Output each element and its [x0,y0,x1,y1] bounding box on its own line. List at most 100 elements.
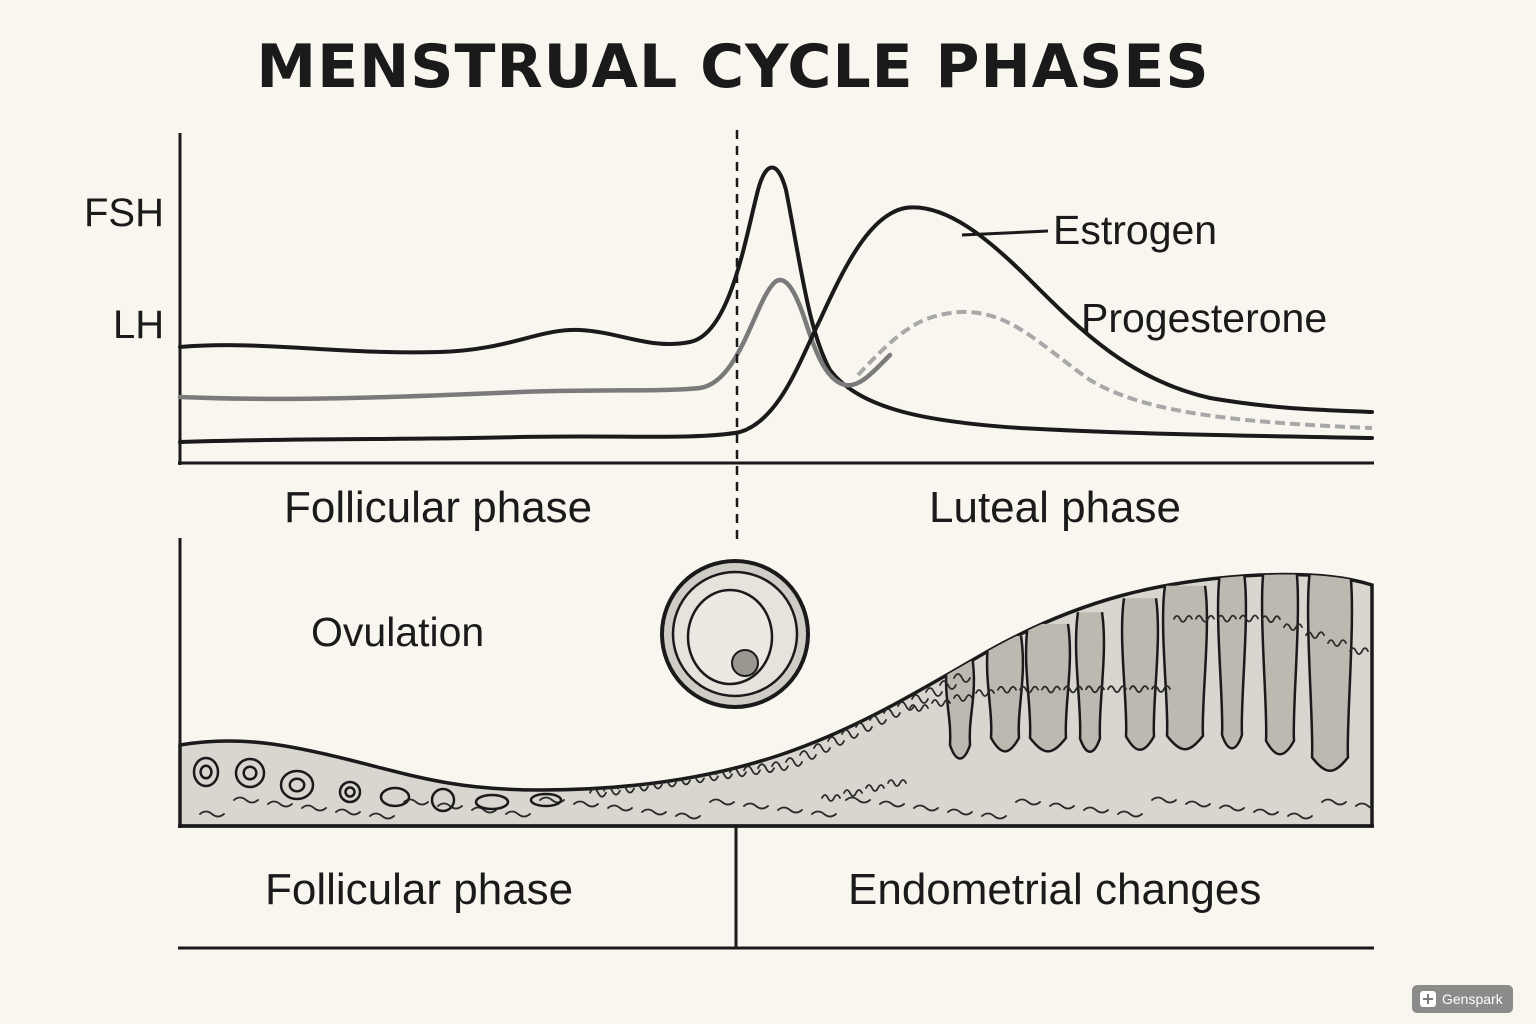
uterine-gland [1074,612,1106,753]
stroma-squiggle [887,779,907,787]
surface-squiggle [883,708,901,718]
stroma-squiggle [267,800,293,808]
surface-squiggle [589,787,607,798]
uterine-gland [1260,574,1300,756]
stroma-squiggle [1253,808,1279,816]
bottom-table [178,826,1374,950]
surface-squiggle [799,750,817,760]
follicle [279,769,315,801]
table-endometrial-changes-label: Endometrial changes [848,865,1262,914]
uterine-gland [1161,585,1209,751]
progesterone-label: Progesterone [1081,295,1328,341]
stroma-squiggle [1107,685,1127,694]
fsh-axis-label: FSH [84,191,164,235]
stroma-squiggle [1151,796,1177,804]
surface-squiggle [953,673,971,683]
stroma-squiggle [505,810,531,818]
progesterone-curve [856,309,1373,430]
stroma-squiggle [301,804,327,812]
stroma-squiggle [743,802,769,810]
fsh-curve [178,165,1374,440]
hormone-chart [177,133,1374,465]
stroma-squiggle [1287,812,1313,820]
surface-squiggle [939,680,957,690]
uterine-gland [1120,598,1160,752]
stroma-squiggle [1185,800,1211,808]
stroma-squiggle [437,802,463,810]
stroma-squiggle [335,808,361,816]
watermark-text: Genspark [1442,991,1503,1007]
endometrial-lining [178,572,1374,828]
stroma-squiggle [913,804,939,812]
ovulation-label: Ovulation [311,609,485,655]
stroma-squiggle [1117,810,1143,818]
follicle [234,757,266,789]
follicle-core [242,765,258,781]
uterine-gland [1024,623,1072,753]
stroma-squiggle [843,789,863,797]
stroma-squiggle [1355,802,1372,810]
follicle [379,786,411,808]
uterine-gland [1216,574,1248,750]
stroma-squiggle [1327,639,1347,647]
estrogen-label: Estrogen [1053,207,1218,253]
stroma-squiggle [1219,804,1245,812]
stroma-squiggle [865,784,885,792]
plus-grid-icon [1420,991,1436,1007]
stroma-squiggle [975,689,995,697]
estrogen-leader-line [961,229,1049,237]
endometrium-panel [178,538,1374,828]
follicle [192,756,220,788]
endometrial-texture [192,574,1372,820]
stroma-squiggle [879,800,905,808]
stroma-squiggle [1151,685,1171,693]
watermark-badge: Genspark [1412,985,1513,1013]
follicle [430,787,456,813]
stroma-squiggle [1049,802,1075,810]
stroma-squiggle [1129,685,1149,693]
surface-squiggle [785,757,803,767]
surface-squiggle [729,767,747,778]
surface-squiggle [855,722,873,732]
surface-squiggle [911,694,929,704]
stroma-squiggle [709,798,735,806]
stroma-squiggle [1305,631,1325,640]
lh-axis-label: LH [113,303,165,347]
stroma-squiggle [1195,614,1215,623]
stroma-squiggle [573,800,599,808]
stroma-squiggle [953,694,973,702]
surface-squiggle [869,715,887,725]
stroma-squiggle [607,804,633,812]
stroma-squiggle [199,810,225,818]
ovarian-follicles [192,756,563,813]
stroma-squiggle [369,812,395,820]
surface-squiggle [771,761,789,772]
follicle-core [344,786,356,798]
surface-squiggle [841,729,859,739]
surface-squiggle [897,701,915,711]
follicular-phase-label: Follicular phase [284,483,593,532]
lh-curve [177,277,893,402]
stroma-squiggle [981,812,1007,820]
stroma-squiggle [821,794,841,802]
stroma-squiggle [1083,806,1109,814]
stroma-squiggle [1261,615,1281,624]
follicle-core [288,777,306,793]
surface-squiggle [743,765,761,776]
stroma-squiggle [471,806,497,814]
stroma-squiggle [997,685,1017,694]
stroma-squiggle [1015,798,1041,806]
stroma-squiggle [1041,685,1061,694]
stroma-squiggle [1239,614,1259,623]
stroma-squiggle [931,699,951,707]
stroma-squiggle [1283,623,1303,632]
surface-squiggle [757,763,775,774]
follicle-core [199,764,213,780]
uterine-gland [985,635,1025,753]
surface-squiggle [813,743,831,753]
luteal-phase-label: Luteal phase [929,483,1181,532]
diagram-title: MENSTRUAL CYCLE PHASES [256,32,1210,102]
surface-squiggle [925,687,943,697]
uterine-gland [944,654,976,760]
